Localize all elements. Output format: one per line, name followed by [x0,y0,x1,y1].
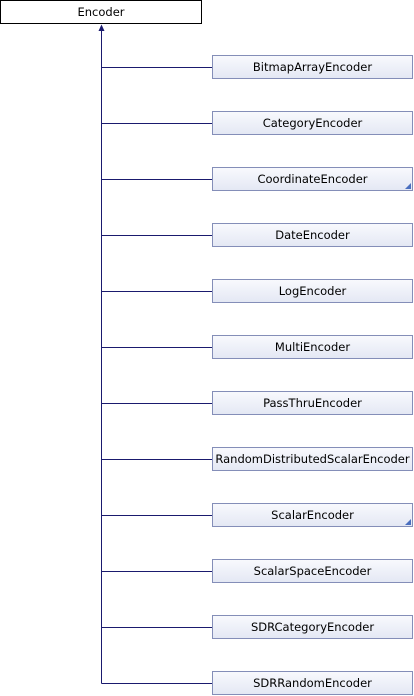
class-node-label: BitmapArrayEncoder [252,60,373,74]
class-node-label: ScalarEncoder [271,508,354,522]
class-node-scalar-encoder[interactable]: ScalarEncoder [212,503,413,527]
class-node-bitmap-array-encoder[interactable]: BitmapArrayEncoder [212,55,413,79]
class-node-label: LogEncoder [278,284,347,298]
class-node-random-distributed-scalar-encoder[interactable]: RandomDistributedScalarEncoder [212,447,413,471]
class-node-label: Encoder [77,5,125,19]
class-node-label: DateEncoder [275,228,350,242]
has-subclasses-marker-icon [405,183,411,189]
class-node-scalar-space-encoder[interactable]: ScalarSpaceEncoder [212,559,413,583]
class-node-label: ScalarSpaceEncoder [253,564,372,578]
class-node-label: CoordinateEncoder [257,172,368,186]
class-node-log-encoder[interactable]: LogEncoder [212,279,413,303]
class-node-label: RandomDistributedScalarEncoder [215,452,410,466]
class-node-encoder[interactable]: Encoder [0,0,202,24]
class-node-label: SDRRandomEncoder [253,676,372,690]
class-node-multi-encoder[interactable]: MultiEncoder [212,335,413,359]
class-node-sdr-category-encoder[interactable]: SDRCategoryEncoder [212,615,413,639]
class-node-sdr-random-encoder[interactable]: SDRRandomEncoder [212,671,413,695]
class-node-date-encoder[interactable]: DateEncoder [212,223,413,247]
has-subclasses-marker-icon [405,519,411,525]
class-node-label: MultiEncoder [274,340,351,354]
class-node-coordinate-encoder[interactable]: CoordinateEncoder [212,167,413,191]
class-node-pass-thru-encoder[interactable]: PassThruEncoder [212,391,413,415]
inheritance-arrow-icon [98,24,105,31]
class-node-category-encoder[interactable]: CategoryEncoder [212,111,413,135]
class-node-label: PassThruEncoder [263,396,362,410]
class-node-label: SDRCategoryEncoder [250,620,375,634]
class-node-label: CategoryEncoder [262,116,363,130]
